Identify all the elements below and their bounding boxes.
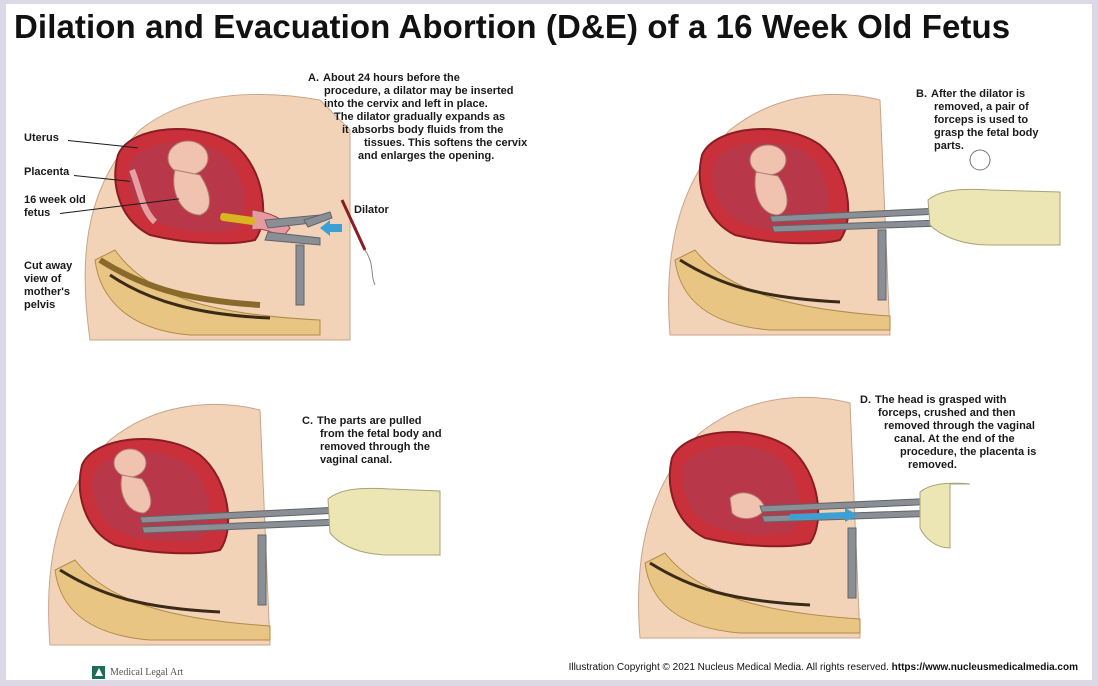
label-pelvis-line: pelvis <box>24 299 72 312</box>
step-b-line: parts. <box>916 140 1039 153</box>
step-c-line: vaginal canal. <box>302 454 442 467</box>
footer-url-link[interactable]: https://www.nucleusmedicalmedia.com <box>892 662 1078 673</box>
step-c-line: from the fetal body and <box>302 428 442 441</box>
step-b-line: forceps is used to <box>916 114 1039 127</box>
step-a-line: About 24 hours before the <box>323 72 460 84</box>
label-pelvis: Cut away view of mother's pelvis <box>24 260 72 312</box>
label-placenta: Placenta <box>24 166 69 179</box>
label-fetus: 16 week old fetus <box>24 194 86 220</box>
panel-d: D. The head is grasped with forceps, crus… <box>630 388 1080 653</box>
step-a-letter: A. <box>308 72 319 84</box>
step-c-text: C. The parts are pulled from the fetal bo… <box>302 415 442 467</box>
footer-brand: Medical Legal Art <box>92 666 183 679</box>
label-pelvis-line: view of <box>24 273 72 286</box>
step-d-line: The head is grasped with <box>875 394 1006 406</box>
step-a-line: tissues. This softens the cervix <box>308 137 548 150</box>
step-c-line: removed through the <box>302 441 442 454</box>
label-pelvis-line: mother's <box>24 286 72 299</box>
label-pelvis-line: Cut away <box>24 260 72 273</box>
step-d-text: D. The head is grasped with forceps, crus… <box>860 394 1036 472</box>
brand-logo-icon <box>92 666 105 679</box>
step-d-line: canal. At the end of the <box>860 433 1036 446</box>
step-b-line: grasp the fetal body <box>916 127 1039 140</box>
label-fetus-line2: fetus <box>24 207 86 220</box>
footer-brand-name: Medical Legal Art <box>110 667 183 678</box>
step-b-line: After the dilator is <box>931 88 1025 100</box>
footer-copyright-text: Illustration Copyright © 2021 Nucleus Me… <box>569 662 889 673</box>
step-b-letter: B. <box>916 88 927 100</box>
step-d-line: procedure, the placenta is <box>860 446 1036 459</box>
step-a-text: A. About 24 hours before the procedure, a… <box>308 72 548 163</box>
step-a-line: it absorbs body fluids from the <box>308 124 548 137</box>
panel-b: B. After the dilator is removed, a pair o… <box>660 80 1080 350</box>
panel-a: Uterus Placenta 16 week old fetus Dilato… <box>20 70 540 360</box>
step-d-line: removed. <box>860 459 1036 472</box>
label-uterus: Uterus <box>24 132 59 145</box>
panel-c: C. The parts are pulled from the fetal bo… <box>40 395 480 660</box>
step-d-letter: D. <box>860 394 871 406</box>
step-c-letter: C. <box>302 415 313 427</box>
step-a-line: procedure, a dilator may be inserted <box>308 85 548 98</box>
page-title: Dilation and Evacuation Abortion (D&E) o… <box>14 8 1010 46</box>
footer-copyright: Illustration Copyright © 2021 Nucleus Me… <box>569 662 1078 673</box>
step-a-line: into the cervix and left in place. <box>308 98 548 111</box>
step-a-line: The dilator gradually expands as <box>308 111 548 124</box>
step-b-line: removed, a pair of <box>916 101 1039 114</box>
step-d-line: forceps, crushed and then <box>860 407 1036 420</box>
step-c-line: The parts are pulled <box>317 415 422 427</box>
step-d-line: removed through the vaginal <box>860 420 1036 433</box>
label-fetus-line1: 16 week old <box>24 194 86 207</box>
step-a-line: and enlarges the opening. <box>308 150 548 163</box>
step-b-text: B. After the dilator is removed, a pair o… <box>916 88 1039 153</box>
label-dilator: Dilator <box>354 204 389 217</box>
